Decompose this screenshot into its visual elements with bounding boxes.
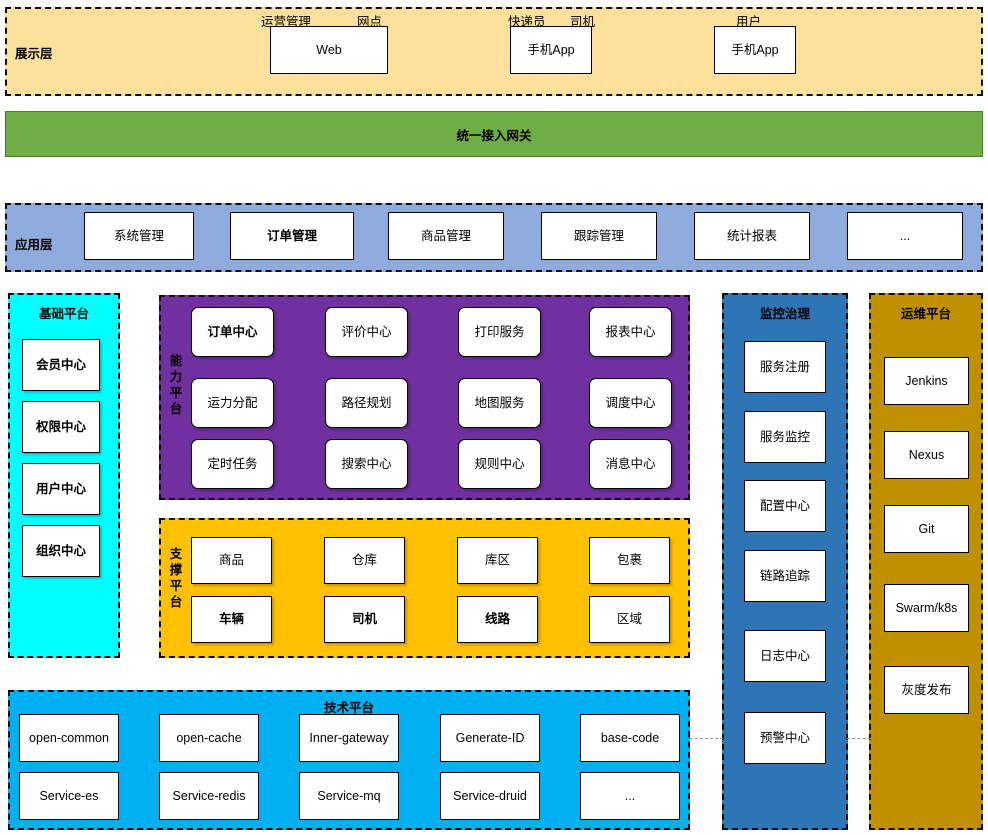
monitor-item-service-monitoring[interactable]: 服务监控: [744, 411, 826, 463]
monitor-item-trace-tracking[interactable]: 链路追踪: [744, 550, 826, 602]
base-platform-item-user-center[interactable]: 用户中心: [22, 463, 100, 515]
base-platform-item-org-center[interactable]: 组织中心: [22, 525, 100, 577]
capability-item-map-service[interactable]: 地图服务: [458, 378, 541, 428]
tech-item-service-es[interactable]: Service-es: [19, 772, 119, 820]
capability-item-order-center[interactable]: 订单中心: [191, 307, 274, 357]
support-item-product[interactable]: 商品: [191, 537, 272, 584]
app-module-statistics-report[interactable]: 统计报表: [694, 212, 810, 260]
unified-access-gateway[interactable]: 统一接入网关: [5, 111, 983, 157]
support-item-package[interactable]: 包裹: [589, 537, 670, 584]
capability-item-print-service[interactable]: 打印服务: [458, 307, 541, 357]
tech-item-generate-id[interactable]: Generate-ID: [440, 714, 540, 762]
support-platform-label: 支撑平台: [168, 546, 184, 610]
tech-item-service-redis[interactable]: Service-redis: [159, 772, 259, 820]
presentation-caption-user: 用户: [736, 15, 762, 29]
support-item-vehicle[interactable]: 车辆: [191, 596, 272, 643]
ops-item-git[interactable]: Git: [884, 505, 969, 553]
tech-platform-title: 技术平台: [323, 701, 374, 715]
capability-item-capacity-allocation[interactable]: 运力分配: [191, 378, 274, 428]
presentation-box-user-app[interactable]: 手机App: [714, 26, 796, 74]
support-item-warehouse[interactable]: 仓库: [324, 537, 405, 584]
presentation-caption-branch: 网点: [357, 15, 383, 29]
tech-item-base-code[interactable]: base-code: [580, 714, 680, 762]
app-module-system-management[interactable]: 系统管理: [84, 212, 194, 260]
presentation-box-courier-app[interactable]: 手机App: [510, 26, 592, 74]
presentation-caption-courier: 快递员: [508, 15, 546, 29]
capability-platform-label: 能力平台: [168, 353, 184, 417]
application-layer-label: 应用层: [15, 238, 53, 252]
tech-item-open-common[interactable]: open-common: [19, 714, 119, 762]
capability-item-message-center[interactable]: 消息中心: [589, 439, 672, 489]
monitor-item-alert-center[interactable]: 预警中心: [744, 712, 826, 764]
presentation-layer-label: 展示层: [15, 47, 53, 61]
presentation-box-web[interactable]: Web: [270, 26, 388, 74]
base-platform-item-permission-center[interactable]: 权限中心: [22, 401, 100, 453]
ops-item-nexus[interactable]: Nexus: [884, 431, 969, 479]
ops-platform-title: 运维平台: [900, 307, 951, 321]
monitor-item-service-registry[interactable]: 服务注册: [744, 341, 826, 393]
capability-item-search-center[interactable]: 搜索中心: [325, 439, 408, 489]
app-module-product-management[interactable]: 商品管理: [388, 212, 504, 260]
connector-tech-to-monitor: [690, 738, 723, 739]
presentation-caption-driver: 司机: [570, 15, 596, 29]
support-item-storage-zone[interactable]: 库区: [457, 537, 538, 584]
connector-monitor-to-ops: [847, 738, 871, 739]
capability-item-rule-center[interactable]: 规则中心: [458, 439, 541, 489]
capability-item-dispatch-center[interactable]: 调度中心: [589, 378, 672, 428]
capability-platform-label-text: 能力平台: [169, 354, 183, 416]
support-item-driver[interactable]: 司机: [324, 596, 405, 643]
tech-item-more[interactable]: ...: [580, 772, 680, 820]
ops-item-gray-release[interactable]: 灰度发布: [884, 666, 969, 714]
tech-item-open-cache[interactable]: open-cache: [159, 714, 259, 762]
support-platform-label-text: 支撑平台: [169, 547, 183, 609]
ops-item-jenkins[interactable]: Jenkins: [884, 357, 969, 405]
capability-item-review-center[interactable]: 评价中心: [325, 307, 408, 357]
tech-item-inner-gateway[interactable]: Inner-gateway: [299, 714, 399, 762]
base-platform-title: 基础平台: [38, 307, 89, 321]
support-item-line[interactable]: 线路: [457, 596, 538, 643]
base-platform-item-member-center[interactable]: 会员中心: [22, 339, 100, 391]
monitor-item-config-center[interactable]: 配置中心: [744, 480, 826, 532]
app-module-more[interactable]: ...: [847, 212, 963, 260]
app-module-tracking-management[interactable]: 跟踪管理: [541, 212, 657, 260]
monitor-platform-title: 监控治理: [759, 307, 810, 321]
capability-item-scheduled-task[interactable]: 定时任务: [191, 439, 274, 489]
tech-item-service-mq[interactable]: Service-mq: [299, 772, 399, 820]
capability-item-route-planning[interactable]: 路径规划: [325, 378, 408, 428]
presentation-caption-operations: 运营管理: [261, 15, 312, 29]
capability-item-report-center[interactable]: 报表中心: [589, 307, 672, 357]
support-item-region[interactable]: 区域: [589, 596, 670, 643]
ops-item-swarm-k8s[interactable]: Swarm/k8s: [884, 584, 969, 632]
monitor-item-log-center[interactable]: 日志中心: [744, 630, 826, 682]
presentation-layer-band: 展示层: [5, 7, 983, 96]
app-module-order-management[interactable]: 订单管理: [230, 212, 354, 260]
tech-item-service-druid[interactable]: Service-druid: [440, 772, 540, 820]
